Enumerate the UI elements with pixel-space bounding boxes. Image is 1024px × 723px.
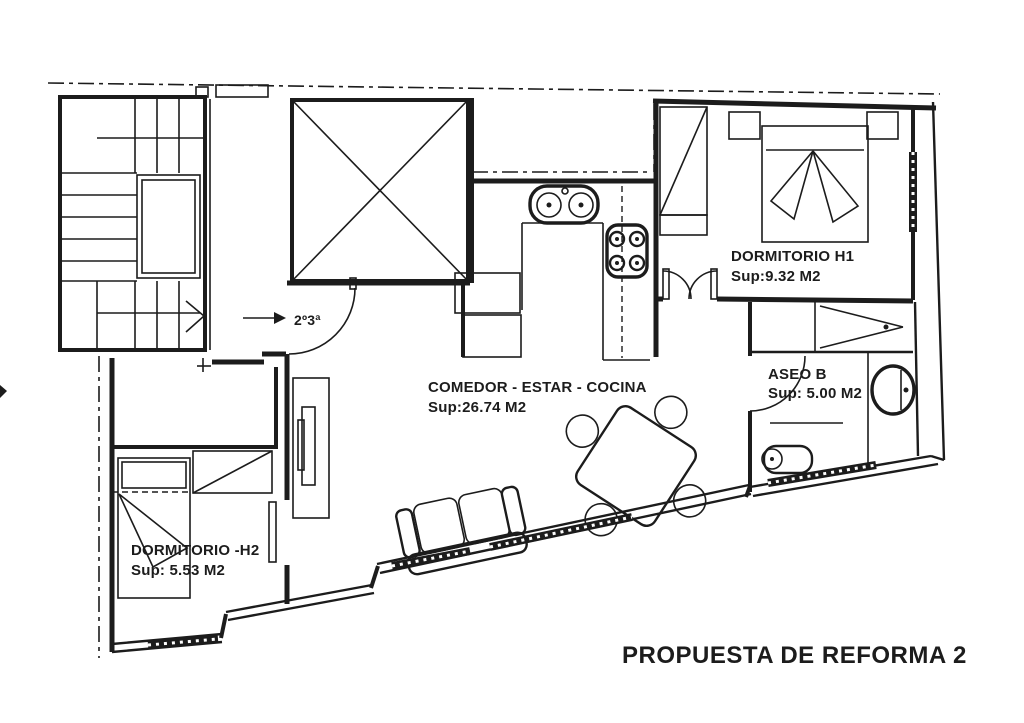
kitchen-sink-icon [528, 184, 600, 225]
entry-arrow-icon [274, 312, 286, 324]
room-area-h2: Sup: 5.53 M2 [131, 562, 225, 579]
shower-icon [752, 302, 913, 354]
page-title: PROPUESTA DE REFORMA 2 [622, 642, 967, 669]
kitchen [454, 103, 659, 361]
hall-walls [197, 351, 290, 604]
kitchen-cabinet-icon [462, 314, 522, 358]
tv-cabinet-icon [292, 377, 330, 519]
bathroom-sink-icon [870, 364, 916, 416]
stair-direction-arrow-icon [185, 300, 206, 333]
boundary-lines [0, 82, 941, 658]
toilet-icon [761, 444, 814, 475]
room-area-living: Sup:26.74 M2 [428, 399, 526, 416]
stove-icon [605, 223, 649, 279]
entry-door-label: 2º3ª [294, 312, 321, 328]
scan-mark [0, 385, 7, 398]
h2-door-leaf [268, 501, 277, 563]
exterior-right-wall [931, 101, 946, 461]
dining-table-icon [565, 395, 707, 537]
room-label-aseo: ASEO B [768, 366, 827, 383]
h1-double-door-icon [662, 268, 718, 300]
room-area-h1: Sup:9.32 M2 [731, 268, 821, 285]
room-area-aseo: Sup: 5.00 M2 [768, 385, 862, 402]
bed-h1-icon [728, 111, 899, 243]
fridge-icon [454, 272, 521, 314]
room-label-h2: DORMITORIO -H2 [131, 542, 259, 559]
bedroom-h1: DORMITORIO H1 Sup:9.32 M2 [652, 98, 946, 461]
wardrobe-h2-icon [192, 450, 273, 494]
wardrobe-h1-icon [659, 106, 708, 236]
patio [287, 98, 474, 286]
bathroom-door-arc [749, 355, 806, 412]
entry-door: 2º3ª [243, 277, 357, 355]
bathroom: ASEO B Sup: 5.00 M2 [748, 302, 916, 492]
bed-h2-icon [112, 457, 191, 599]
room-label-h1: DORMITORIO H1 [731, 248, 854, 265]
entry-door-arc [288, 287, 356, 355]
bedroom-h2: DORMITORIO -H2 Sup: 5.53 M2 [109, 358, 278, 652]
staircase [58, 84, 269, 352]
room-label-living: COMEDOR - ESTAR - COCINA [428, 379, 647, 396]
facade-walls [111, 454, 945, 654]
